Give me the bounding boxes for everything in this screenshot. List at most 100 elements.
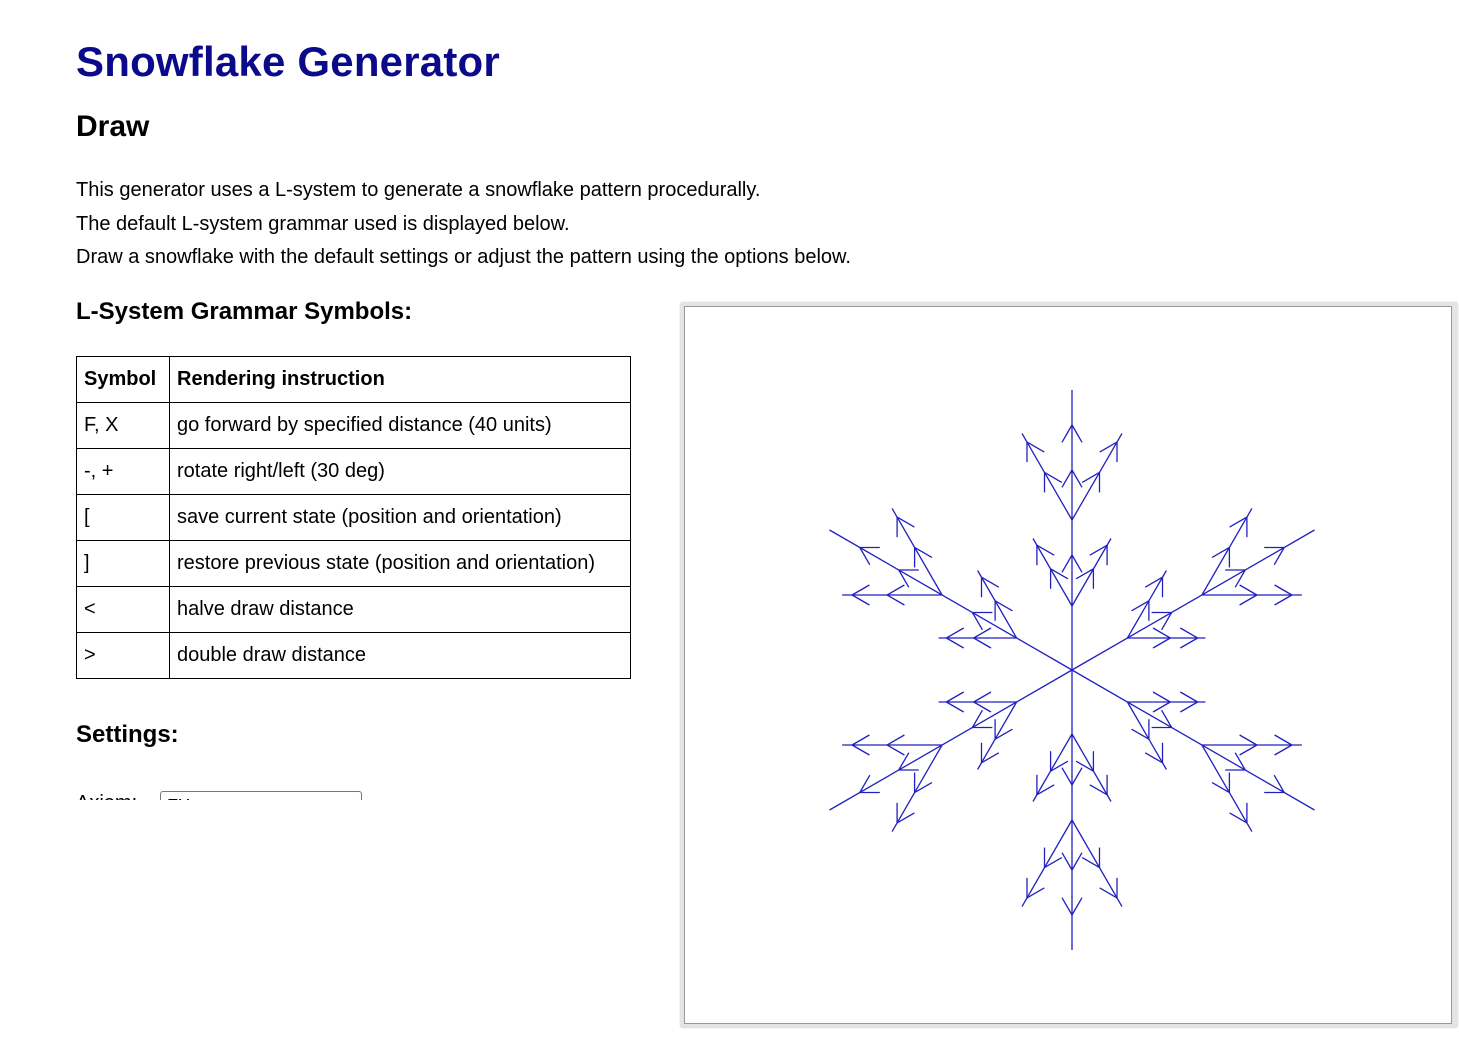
instruction-cell: go forward by specified distance (40 uni… bbox=[169, 402, 631, 449]
snowflake-stroke bbox=[1179, 691, 1198, 703]
symbol-cell: -, + bbox=[76, 448, 170, 495]
snowflake-stroke bbox=[971, 709, 983, 728]
snowflake-stroke bbox=[1061, 852, 1073, 871]
table-row: < halve draw distance bbox=[76, 586, 631, 633]
table-row: > double draw distance bbox=[76, 632, 631, 679]
settings-heading: Settings: bbox=[76, 721, 179, 748]
snowflake-stroke bbox=[977, 570, 1018, 639]
snowflake-stroke bbox=[1144, 752, 1163, 764]
column-header-instruction: Rendering instruction bbox=[169, 356, 631, 403]
snowflake-stroke bbox=[1152, 691, 1171, 703]
snowflake-stroke bbox=[829, 669, 1073, 811]
snowflake-stroke bbox=[1274, 584, 1293, 596]
instruction-cell: rotate right/left (30 deg) bbox=[169, 448, 631, 495]
snowflake-stroke bbox=[1274, 734, 1293, 746]
snowflake-stroke bbox=[977, 701, 1018, 770]
snowflake-stroke bbox=[1239, 734, 1258, 746]
snowflake-stroke bbox=[1071, 529, 1315, 671]
snowflake-stroke bbox=[1239, 744, 1258, 756]
axiom-input[interactable] bbox=[160, 791, 362, 800]
snowflake-stroke bbox=[1099, 887, 1118, 899]
snowflake-stroke bbox=[886, 594, 905, 606]
snowflake-stroke bbox=[1126, 701, 1167, 770]
snowflake-stroke bbox=[851, 744, 870, 756]
snowflake-stroke bbox=[1239, 594, 1258, 606]
snowflake-stroke bbox=[1075, 568, 1094, 580]
snowflake-stroke bbox=[851, 594, 870, 606]
symbol-cell: F, X bbox=[76, 402, 170, 449]
snowflake-stroke bbox=[1234, 752, 1246, 771]
snowflake-stroke bbox=[851, 734, 870, 746]
snowflake-stroke bbox=[1071, 669, 1315, 811]
snowflake-stroke bbox=[1152, 637, 1171, 649]
snowflake-stroke bbox=[1061, 469, 1073, 488]
intro-line: Draw a snowflake with the default settin… bbox=[76, 246, 851, 268]
snowflake-stroke bbox=[1026, 441, 1045, 453]
table-row: [ save current state (position and orien… bbox=[76, 494, 631, 541]
snowflake-stroke bbox=[1081, 471, 1100, 483]
instruction-cell: restore previous state (position and ori… bbox=[169, 540, 631, 587]
snowflake-stroke bbox=[914, 782, 933, 794]
snowflake-stroke bbox=[1021, 819, 1073, 907]
snowflake-stroke bbox=[1036, 784, 1055, 796]
snowflake-stroke bbox=[1061, 424, 1073, 443]
intro-line: This generator uses a L-system to genera… bbox=[76, 179, 761, 201]
snowflake-stroke bbox=[1044, 857, 1063, 869]
snowflake-stroke bbox=[1061, 554, 1073, 573]
snowflake-stroke bbox=[1234, 569, 1246, 588]
snowflake-stroke bbox=[1089, 544, 1108, 556]
snowflake-stroke bbox=[1229, 516, 1248, 528]
snowflake-stroke bbox=[1071, 733, 1112, 802]
snowflake-stroke bbox=[1071, 469, 1083, 488]
snowflake-stroke bbox=[1126, 570, 1167, 639]
table-header-row: Symbol Rendering instruction bbox=[76, 356, 631, 403]
table-row: ] restore previous state (position and o… bbox=[76, 540, 631, 587]
snowflake-stroke bbox=[1131, 600, 1150, 612]
grammar-table: Symbol Rendering instruction F, X go for… bbox=[76, 356, 631, 679]
snowflake-stroke bbox=[896, 812, 915, 824]
snowflake-drawing bbox=[829, 390, 1315, 950]
snowflake-stroke bbox=[1071, 767, 1083, 786]
snowflake-stroke bbox=[1273, 547, 1285, 566]
snowflake-stroke bbox=[1071, 554, 1083, 573]
snowflake-stroke bbox=[973, 627, 992, 639]
snowflake-stroke bbox=[1044, 471, 1063, 483]
snowflake-stroke bbox=[1071, 819, 1123, 907]
snowflake-stroke bbox=[1161, 709, 1173, 728]
snowflake-stroke bbox=[886, 744, 905, 756]
snowflake-stroke bbox=[1089, 784, 1108, 796]
snowflake-canvas bbox=[684, 306, 1452, 1024]
snowflake-stroke bbox=[891, 744, 943, 832]
snowflake-stroke bbox=[859, 547, 871, 566]
snowflake-stroke bbox=[1050, 568, 1069, 580]
snowflake-stroke bbox=[971, 612, 983, 631]
column-header-symbol: Symbol bbox=[76, 356, 170, 403]
snowflake-stroke bbox=[1036, 544, 1055, 556]
axiom-label: Axiom: bbox=[76, 792, 137, 800]
snowflake-stroke bbox=[1131, 728, 1150, 740]
snowflake-stroke bbox=[1061, 897, 1073, 916]
snowflake-stroke bbox=[1071, 897, 1083, 916]
snowflake-stroke bbox=[1161, 612, 1173, 631]
snowflake-stroke bbox=[914, 546, 933, 558]
snowflake-stroke bbox=[981, 752, 1000, 764]
snowflake-stroke bbox=[1061, 767, 1073, 786]
instruction-cell: halve draw distance bbox=[169, 586, 631, 633]
snowflake-stroke bbox=[1071, 424, 1083, 443]
snowflake-stroke bbox=[829, 529, 1073, 671]
snowflake-stroke bbox=[1152, 627, 1171, 639]
snowflake-stroke bbox=[886, 734, 905, 746]
snowflake-stroke bbox=[859, 774, 871, 793]
snowflake-stroke bbox=[946, 637, 965, 649]
snowflake-stroke bbox=[1075, 760, 1094, 772]
snowflake-stroke bbox=[1071, 852, 1083, 871]
snowflake-stroke bbox=[973, 637, 992, 649]
snowflake-stroke bbox=[1099, 441, 1118, 453]
symbol-cell: > bbox=[76, 632, 170, 679]
snowflake-stroke bbox=[898, 752, 910, 771]
snowflake-stroke bbox=[1026, 887, 1045, 899]
snowflake-stroke bbox=[891, 508, 943, 596]
grammar-heading: L-System Grammar Symbols: bbox=[76, 298, 413, 325]
snowflake-stroke bbox=[973, 691, 992, 703]
symbol-cell: < bbox=[76, 586, 170, 633]
